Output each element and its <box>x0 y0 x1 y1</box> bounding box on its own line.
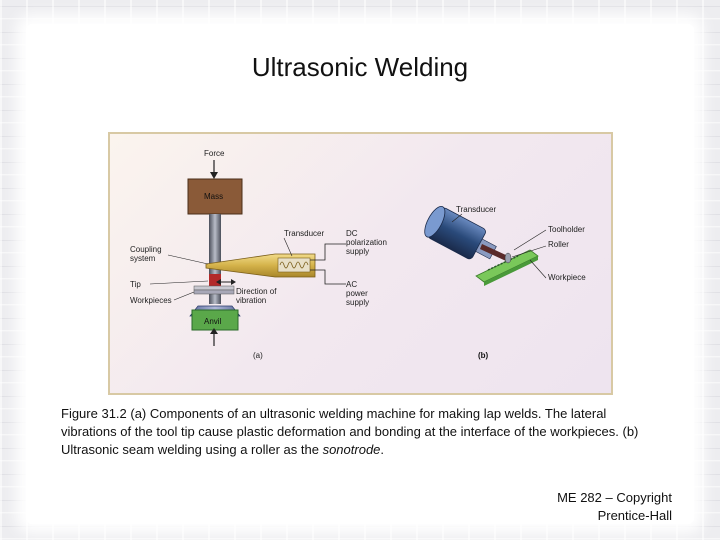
figure-caption: Figure 31.2 (a) Components of an ultraso… <box>61 405 661 459</box>
transducer-cap <box>424 205 446 238</box>
coupling-leader <box>167 254 209 265</box>
mass-block <box>187 178 243 215</box>
coil-winding <box>279 261 309 269</box>
slide-title: Ultrasonic Welding <box>251 52 469 82</box>
workpiece-top <box>193 285 235 291</box>
label-force: Force <box>204 149 225 158</box>
transducer-coil <box>277 257 311 273</box>
workpiece-leader <box>529 259 547 279</box>
label-dc-3: supply <box>346 247 369 256</box>
label-mass: Mass <box>204 192 223 201</box>
copyright-line-1: ME 282 – Copyright <box>557 490 672 505</box>
label-panel-a: (a) <box>253 351 263 360</box>
label-roller: Roller <box>548 240 569 249</box>
label-ac-1: AC <box>346 280 357 289</box>
caption-main: Figure 31.2 (a) Components of an ultraso… <box>61 406 639 457</box>
toolholder-leader <box>513 229 547 251</box>
transducer-leader <box>283 237 293 257</box>
label-ac-2: power <box>346 289 368 298</box>
label-dc-2: polarization <box>346 238 387 247</box>
caption-italic: sonotrode <box>322 442 381 457</box>
toolholder-shaft <box>480 244 508 261</box>
label-panel-b: (b) <box>478 351 489 360</box>
panel-a: Force Mass Anvil <box>130 149 387 360</box>
label-direction-1: Direction of <box>236 287 277 296</box>
workpieces-leader <box>173 291 195 301</box>
tip-leader <box>149 280 209 285</box>
dc-wire <box>310 243 346 261</box>
copyright-notice: ME 282 – Copyright Prentice-Hall <box>472 489 672 525</box>
label-tip: Tip <box>130 280 141 289</box>
label-transducer-a: Transducer <box>284 229 325 238</box>
label-coupling-1: Coupling <box>130 245 162 254</box>
label-workpiece: Workpiece <box>548 273 586 282</box>
force-arrow-head-icon <box>210 172 218 179</box>
roller-leader <box>511 245 547 258</box>
label-direction-2: vibration <box>236 296 266 305</box>
figure-panel: Force Mass Anvil <box>108 132 613 395</box>
label-coupling-2: system <box>130 254 156 263</box>
panel-b: Transducer Toolholder Roller Workpiece (… <box>424 205 586 360</box>
workpiece-bottom <box>193 289 235 295</box>
copyright-line-2: Prentice-Hall <box>597 508 672 523</box>
label-anvil: Anvil <box>204 317 222 326</box>
tip-red <box>209 274 221 288</box>
roller-wheel <box>504 252 512 264</box>
ac-wire <box>310 269 346 285</box>
ultrasonic-welding-diagram: Force Mass Anvil <box>130 149 586 360</box>
label-transducer-b: Transducer <box>456 205 497 214</box>
label-toolholder: Toolholder <box>548 225 585 234</box>
label-workpieces: Workpieces <box>130 296 172 305</box>
workpiece-edge <box>484 256 538 286</box>
label-dc-1: DC <box>346 229 358 238</box>
anvil-arrow-head-icon <box>210 328 218 334</box>
transducer-b-leader <box>451 213 463 223</box>
caption-end: . <box>380 442 385 457</box>
label-ac-3: supply <box>346 298 369 307</box>
vibration-arrow-left-icon <box>216 279 221 285</box>
vibration-arrow-right-icon <box>231 279 236 285</box>
